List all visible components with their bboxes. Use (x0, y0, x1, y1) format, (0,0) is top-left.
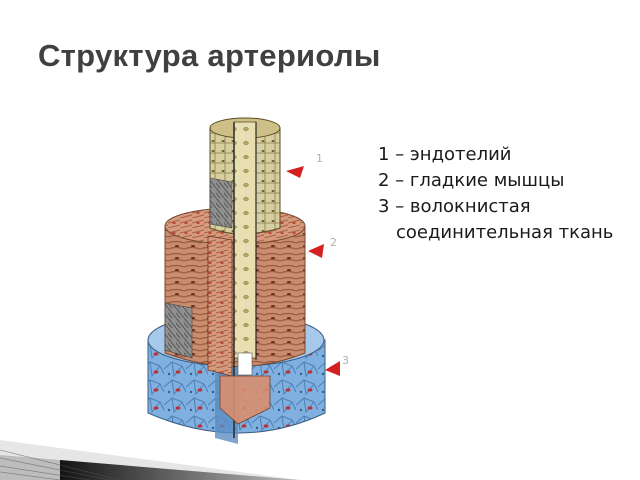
marker-label-1: 1 (316, 152, 323, 165)
legend-dash: – (395, 144, 405, 165)
legend-text: волокнистая (409, 196, 531, 217)
arteriole-illustration: 1 2 3 (147, 117, 349, 444)
legend-number: 2 (378, 170, 390, 191)
legend-text: эндотелий (409, 144, 512, 165)
arrow-3-icon (325, 361, 340, 376)
slide-title: Структура артериолы (38, 38, 381, 73)
legend-text-continued: соединительная ткань (396, 222, 614, 243)
legend-dash: – (395, 196, 405, 217)
legend-item-smooth-muscle: 2 – гладкие мышцы (378, 168, 628, 194)
legend-dash: – (395, 170, 405, 191)
legend-text: гладкие мышцы (409, 170, 565, 191)
legend-item-connective-tissue: 3 – волокнистая соединительная ткань (378, 194, 628, 246)
legend: 1 – эндотелий 2 – гладкие мышцы 3 – воло… (378, 142, 628, 246)
arrow-2-icon (308, 244, 324, 258)
marker-label-3: 3 (342, 354, 349, 367)
arrow-1-icon (286, 166, 304, 178)
legend-item-endothelium: 1 – эндотелий (378, 142, 628, 168)
legend-number: 3 (378, 196, 390, 217)
marker-label-2: 2 (330, 236, 337, 249)
corner-decoration (0, 440, 300, 480)
legend-number: 1 (378, 144, 390, 165)
